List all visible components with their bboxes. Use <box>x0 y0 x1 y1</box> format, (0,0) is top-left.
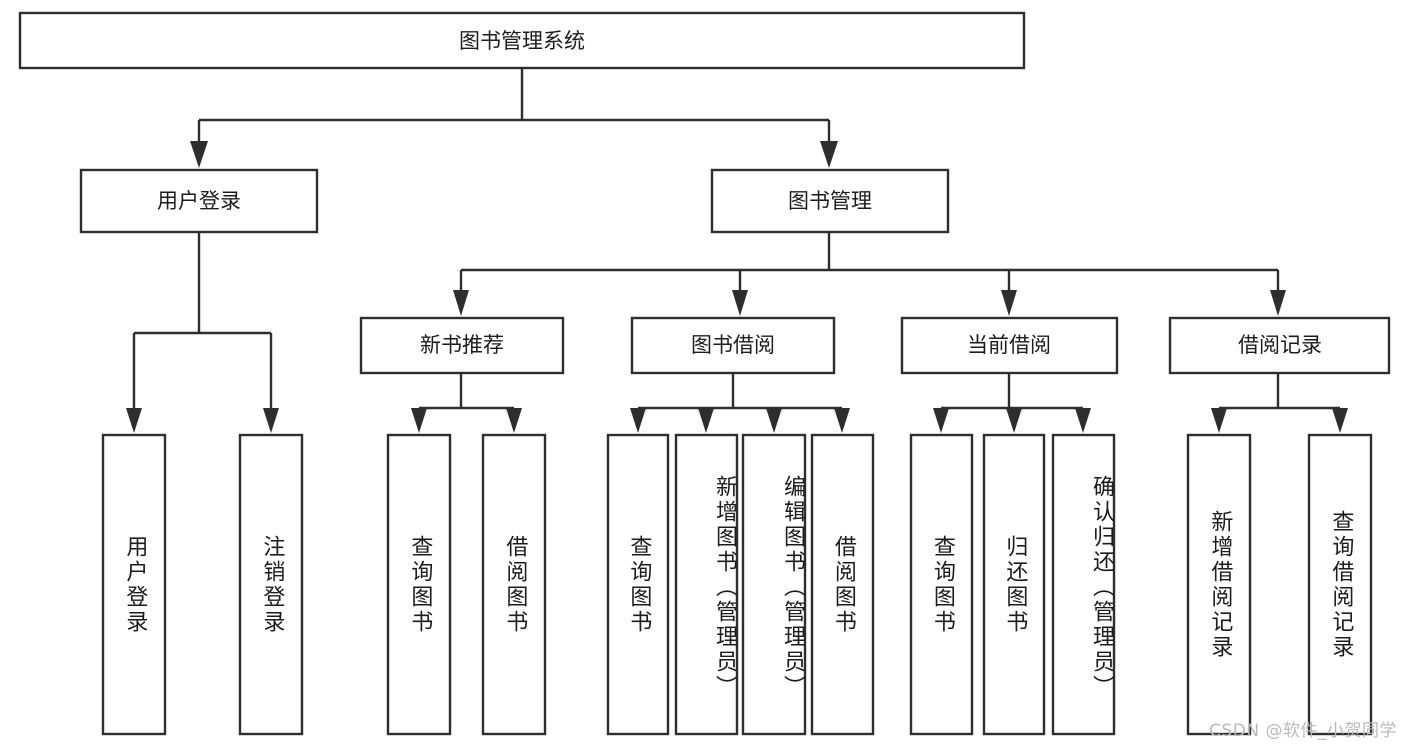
node-borrow-record-label: 借阅记录 <box>1238 333 1322 357</box>
connector-root-to-level2 <box>190 68 838 168</box>
node-leaf-edit-book-box[interactable] <box>741 433 807 736</box>
arrow-head-leaf-add-book <box>698 408 714 433</box>
node-new-book-recommend[interactable]: 新书推荐 <box>359 316 565 375</box>
node-book-borrow[interactable]: 图书借阅 <box>630 316 836 375</box>
node-leaf-borrow-book-1-box[interactable] <box>481 433 547 736</box>
arrow-head-leaf-edit-book <box>766 408 782 433</box>
node-root-box[interactable] <box>18 11 1026 70</box>
node-book-manage-label: 图书管理 <box>788 189 872 213</box>
arrow-head-leaf-query-record <box>1332 408 1348 433</box>
node-leaf-query-book-3-box[interactable] <box>909 433 974 736</box>
arrow-head-leaf-user-logout <box>263 408 279 433</box>
node-leaf-query-book-1-box[interactable] <box>386 433 452 736</box>
connector-borrowrecord-to-leaves <box>1211 373 1348 433</box>
arrow-head-leaf-query-book-3 <box>933 408 949 433</box>
arrow-head-current-borrow <box>1001 290 1017 316</box>
connector-newbook-to-leaves <box>411 373 522 433</box>
node-leaf-user-login-box[interactable] <box>101 433 167 736</box>
node-leaf-user-logout-box[interactable] <box>238 433 304 736</box>
arrow-head-leaf-return-book <box>1006 408 1022 433</box>
node-root-label: 图书管理系统 <box>459 29 585 53</box>
node-new-book-recommend-label: 新书推荐 <box>420 333 504 357</box>
node-root[interactable]: 图书管理系统 <box>18 11 1026 70</box>
csdn-watermark: CSDN @软件_小贺同学 <box>1209 721 1397 741</box>
node-new-book-recommend-box[interactable] <box>359 316 565 375</box>
connector-userlogin-to-leaves <box>126 232 279 433</box>
node-leaf-query-book-2-box[interactable] <box>606 433 670 736</box>
node-current-borrow-label: 当前借阅 <box>967 333 1051 357</box>
node-book-borrow-label: 图书借阅 <box>691 333 775 357</box>
node-leaf-add-book-box[interactable] <box>674 433 739 736</box>
node-leaf-query-record-box[interactable] <box>1307 433 1373 736</box>
node-user-login[interactable]: 用户登录 <box>79 168 319 234</box>
leaf-boxes <box>101 433 1373 736</box>
connector-bookborrow-to-leaves <box>630 373 850 433</box>
arrow-head-book-borrow <box>732 290 748 316</box>
arrow-head-book-manage <box>820 141 838 168</box>
node-leaf-confirm-return-box[interactable] <box>1051 433 1116 736</box>
arrow-head-leaf-query-book-2 <box>630 408 646 433</box>
arrow-head-user-login <box>190 141 208 168</box>
arrow-head-borrow-record <box>1270 290 1286 316</box>
arrow-head-leaf-add-record <box>1211 408 1227 433</box>
node-leaf-return-book-box[interactable] <box>982 433 1046 736</box>
node-book-borrow-box[interactable] <box>630 316 836 375</box>
node-borrow-record-box[interactable] <box>1168 316 1391 375</box>
node-book-manage[interactable]: 图书管理 <box>710 168 950 234</box>
node-current-borrow[interactable]: 当前借阅 <box>900 316 1119 375</box>
node-user-login-box[interactable] <box>79 168 319 234</box>
arrow-head-leaf-user-login <box>126 408 142 433</box>
node-book-manage-box[interactable] <box>710 168 950 234</box>
arrow-head-new-book-recommend <box>453 290 469 316</box>
connector-currentborrow-to-leaves <box>933 373 1091 433</box>
arrow-head-leaf-query-book-1 <box>411 408 427 433</box>
node-leaf-borrow-book-2-box[interactable] <box>810 433 875 736</box>
node-user-login-label: 用户登录 <box>157 189 241 213</box>
arrow-head-leaf-borrow-book-2 <box>834 408 850 433</box>
node-borrow-record[interactable]: 借阅记录 <box>1168 316 1391 375</box>
connector-bookmanage-to-level3 <box>453 232 1286 316</box>
arrow-head-leaf-borrow-book-1 <box>506 408 522 433</box>
node-current-borrow-box[interactable] <box>900 316 1119 375</box>
node-leaf-add-record-box[interactable] <box>1186 433 1252 736</box>
arrow-head-leaf-confirm-return <box>1075 408 1091 433</box>
